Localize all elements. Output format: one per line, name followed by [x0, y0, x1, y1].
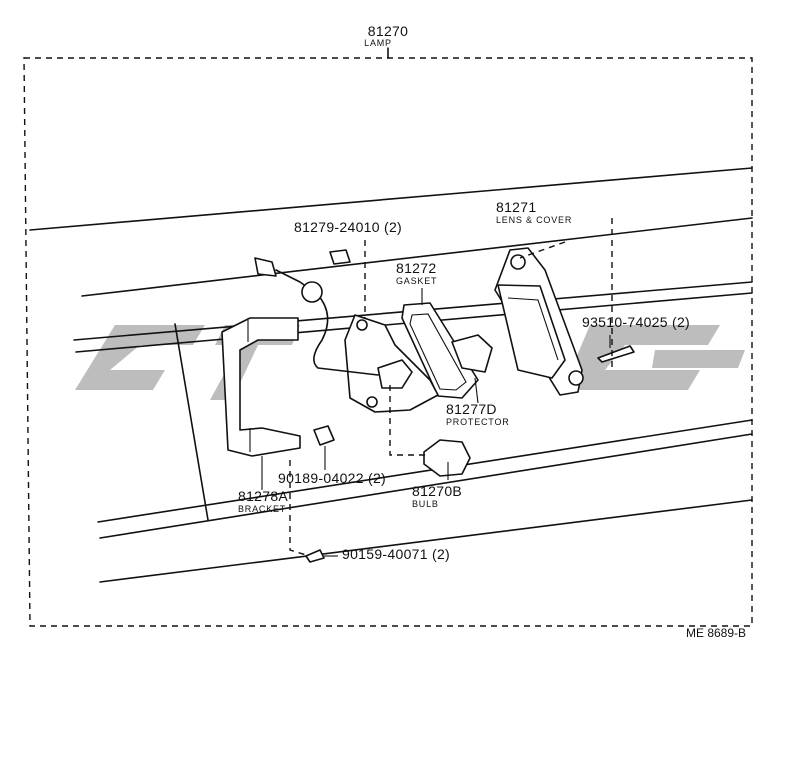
assembly-part-number: 81270 [368, 23, 408, 39]
lamp-housing [344, 314, 439, 413]
screw-upper-part-number: 81279-24010 (2) [294, 219, 402, 235]
gasket [401, 302, 479, 399]
bulb [423, 439, 471, 477]
screw-upper [329, 249, 351, 265]
bulb-part-number: 81270B [412, 483, 462, 499]
bolt-lower [305, 549, 325, 563]
bracket [221, 317, 301, 457]
assembly-boundary [23, 57, 753, 627]
bulb-name: BULB [412, 499, 439, 509]
protector-name: PROTECTOR [446, 417, 510, 427]
lens-and-cover [494, 247, 584, 396]
assembly-name: LAMP [364, 38, 392, 48]
lens-part-number: 81271 [496, 199, 536, 215]
lens-name: LENS & COVER [496, 215, 572, 225]
bracket-name: BRACKET [238, 504, 286, 514]
clip-part-number: 90189-04022 (2) [278, 470, 386, 486]
gasket-part-number: 81272 [396, 260, 436, 276]
gasket-name: GASKET [396, 276, 437, 286]
leader-lines [261, 218, 613, 557]
protector [451, 334, 493, 373]
screw-right [597, 345, 635, 363]
drawing-reference: ME 8689-B [686, 626, 746, 640]
wire-harness [254, 257, 379, 376]
screw-right-part-number: 93510-74025 (2) [582, 314, 690, 330]
protector-part-number: 81277D [446, 401, 497, 417]
bolt-lower-part-number: 90159-40071 (2) [342, 546, 450, 562]
clip [313, 425, 335, 446]
bracket-part-number: 81278A [238, 488, 288, 504]
